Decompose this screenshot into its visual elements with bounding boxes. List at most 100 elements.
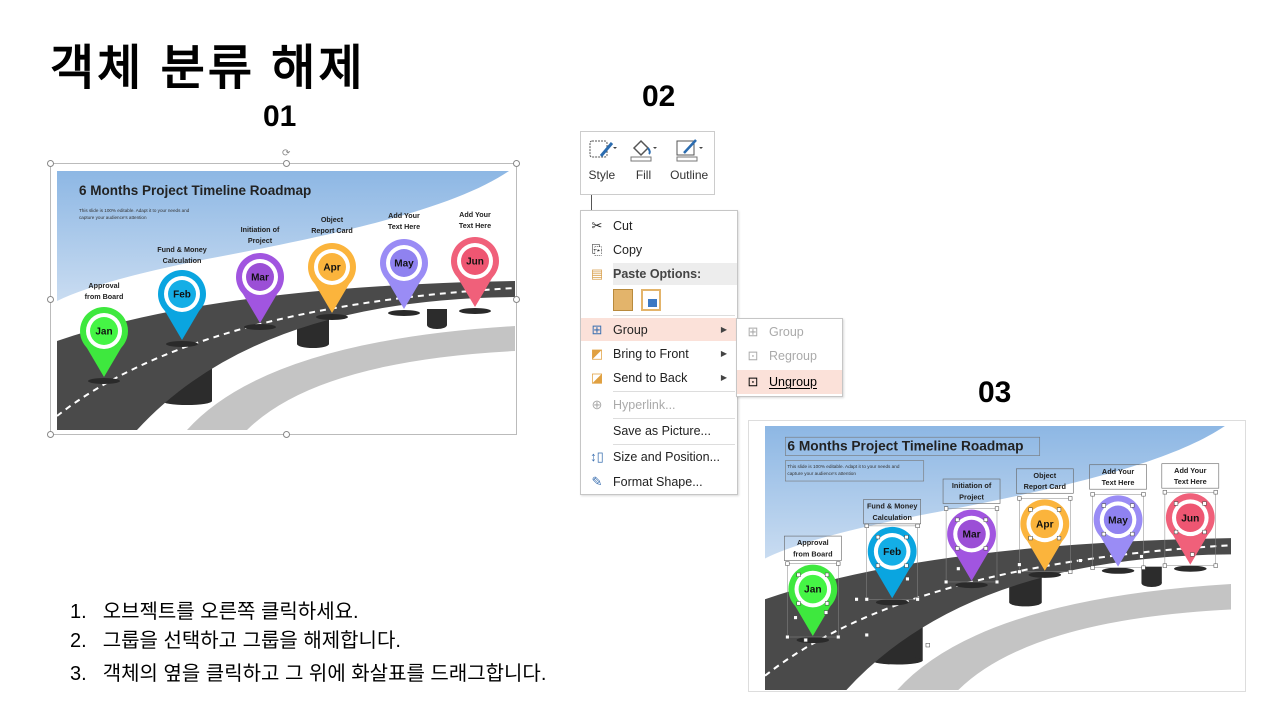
paste-keep-formatting-icon[interactable] <box>613 289 633 311</box>
selection-handle <box>864 597 869 602</box>
selection-handle <box>1028 536 1033 541</box>
selection-handle <box>1068 496 1073 501</box>
selection-handle <box>1139 554 1144 559</box>
paste-as-picture-icon[interactable] <box>641 289 661 311</box>
selection-handle <box>956 566 961 571</box>
pin-shadow <box>244 324 276 330</box>
instruction-item: 1.오브젝트를 오른쪽 클릭하세요. <box>70 601 359 623</box>
selection-handle <box>796 601 801 606</box>
submenu-arrow-icon: ▶ <box>720 373 727 382</box>
pin-caption: Calculation <box>872 513 912 522</box>
road-dashes <box>765 544 1231 677</box>
pin-month-label: Mar <box>963 530 981 541</box>
selection-handle <box>1141 565 1146 570</box>
pin-caption: Report Card <box>311 226 353 235</box>
menu-item-send-to-back[interactable]: ◪Send to Back▶ <box>581 366 737 389</box>
selection-handle <box>1190 552 1195 557</box>
send-to-back-icon: ◪ <box>590 369 604 385</box>
selection-handle <box>864 523 869 528</box>
menu-item-save-as-picture[interactable]: Save as Picture... <box>613 423 711 438</box>
menu-item-size-and-position[interactable]: ↕▯Size and Position... <box>581 445 737 468</box>
selection-handle <box>955 517 960 522</box>
ungroup-icon: ⊡ <box>747 374 759 389</box>
submenu-item-group[interactable]: ⊞Group <box>737 320 842 343</box>
pin-selection-box <box>787 563 839 638</box>
selection-handle <box>1017 496 1022 501</box>
selection-handle <box>944 579 949 585</box>
rotate-handle-icon[interactable]: ⟳ <box>282 148 291 159</box>
selection-handle <box>1202 501 1207 506</box>
selection-handle <box>1056 536 1062 541</box>
title-textbox-outline <box>785 436 1041 456</box>
selection-handle <box>905 576 910 581</box>
pin-shadow <box>796 636 830 644</box>
pin-caption: Approval <box>797 538 829 547</box>
group-submenu: ⊞Group ⊡Regroup ⊡Ungroup <box>736 318 843 397</box>
pin-selection-box <box>1092 494 1144 568</box>
pin-caption: Add Your <box>459 210 491 219</box>
selection-handle <box>1162 490 1167 495</box>
pin-month-label: Jun <box>466 257 484 268</box>
selection-handle <box>1090 565 1095 570</box>
sky-shape <box>765 426 1225 559</box>
road-shadow <box>187 326 515 430</box>
group-icon: ⊞ <box>747 323 759 339</box>
outline-pen-icon <box>676 139 704 162</box>
pin-shadow <box>1174 565 1207 572</box>
pin-caption: Add Your <box>1102 467 1134 476</box>
selection-handle <box>1130 531 1135 537</box>
selection-handle <box>1090 492 1095 497</box>
pin-shadow <box>1101 567 1135 574</box>
menu-item-format-shape[interactable]: ✎Format Shape... <box>581 470 737 493</box>
submenu-item-regroup[interactable]: ⊡Regroup <box>737 344 842 367</box>
outline-button[interactable]: Outline <box>670 138 708 194</box>
submenu-item-ungroup[interactable]: ⊡Ungroup <box>737 370 842 394</box>
pin-caption: from Board <box>85 292 124 301</box>
pin-month-label: Apr <box>323 263 340 274</box>
pin-caption: Add Your <box>388 211 420 220</box>
selection-handle <box>836 561 841 566</box>
selection-handle <box>1068 569 1073 574</box>
paste-options-header: ▤Paste Options: <box>581 262 737 285</box>
menu-item-bring-to-front[interactable]: ◩Bring to Front▶ <box>581 342 737 365</box>
pin-caption: Object <box>1033 471 1056 480</box>
pin-caption: Initiation of <box>952 481 992 490</box>
menu-item-hyperlink[interactable]: ⊕Hyperlink... <box>581 393 737 416</box>
selection-handle <box>1173 501 1179 506</box>
pin-selection-box <box>866 525 918 600</box>
road-dashes <box>57 287 515 417</box>
step-number-02: 02 <box>642 80 676 113</box>
caption-selection-box <box>1016 468 1074 494</box>
menu-item-copy[interactable]: ⎘Copy <box>581 238 737 261</box>
pin-caption: Approval <box>88 281 119 290</box>
selection-handle <box>875 535 881 540</box>
selection-handle <box>824 601 830 606</box>
sky-shape <box>57 171 509 301</box>
caption-selection-box <box>1089 464 1147 490</box>
menu-item-cut[interactable]: ✂Cut <box>581 214 737 237</box>
submenu-arrow-icon: ▶ <box>720 325 727 334</box>
selection-handle <box>944 506 949 511</box>
pin-caption: Text Here <box>388 222 420 231</box>
mini-toolbar: Style Fill Outline <box>580 131 715 195</box>
instruction-list: 1.오브젝트를 오른쪽 클릭하세요. 2.그룹을 선택하고 그룹을 해제합니다.… <box>70 598 546 689</box>
selection-handle <box>1056 507 1062 512</box>
menu-item-group[interactable]: ⊞Group▶ <box>581 318 737 341</box>
selection-handle <box>793 615 798 620</box>
selection-handle <box>796 572 801 577</box>
fill-button[interactable]: Fill <box>628 138 658 194</box>
step-number-03: 03 <box>978 376 1012 409</box>
selection-handle <box>1017 569 1022 574</box>
selection-handle <box>955 546 960 551</box>
style-button[interactable]: Style <box>587 138 617 194</box>
copy-icon: ⎘ <box>591 241 603 257</box>
selection-handle <box>983 546 988 551</box>
selection-handle <box>994 579 1000 585</box>
